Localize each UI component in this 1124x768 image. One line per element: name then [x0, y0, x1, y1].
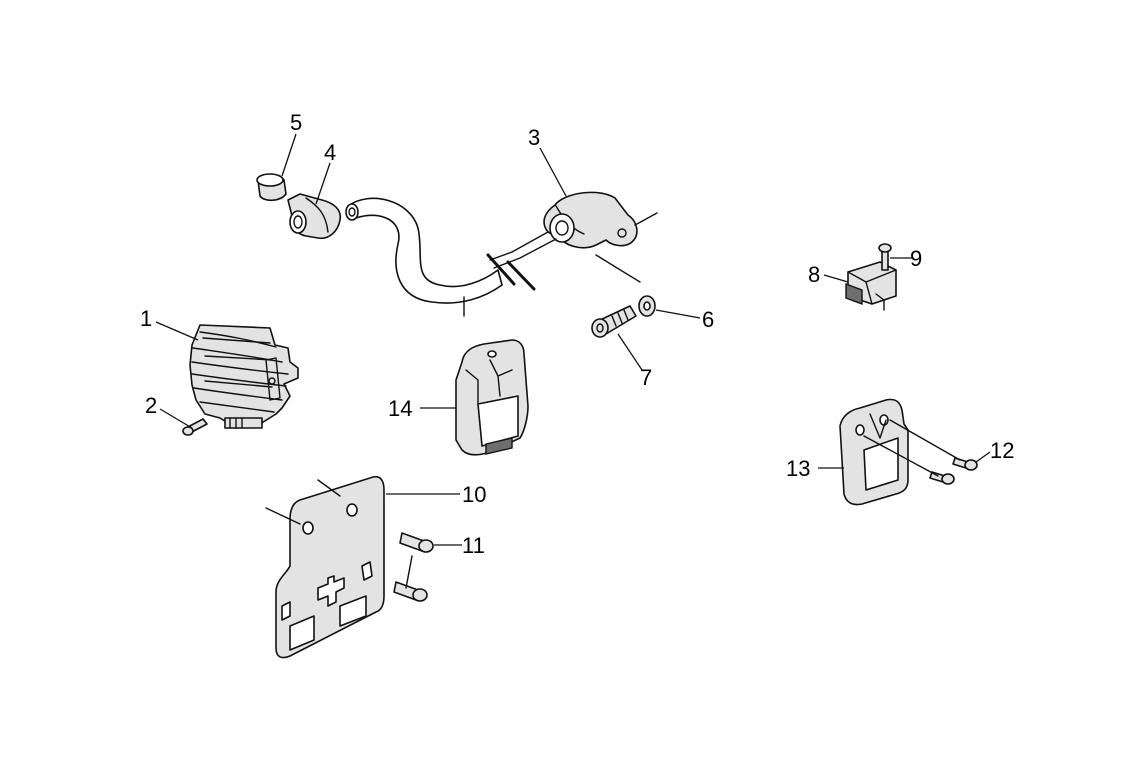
voltage-regulator-part — [189, 324, 299, 429]
callout-9: 9 — [910, 246, 922, 271]
callout-labels: 1 2 3 4 5 6 7 8 9 10 11 12 13 14 — [140, 110, 1014, 558]
callout-4: 4 — [324, 140, 336, 165]
callout-7: 7 — [640, 365, 652, 390]
washer-part — [638, 295, 656, 317]
coil-screw-part — [591, 305, 637, 338]
callout-5: 5 — [290, 110, 302, 135]
ht-cable-part — [345, 197, 503, 317]
callout-10: 10 — [462, 482, 486, 507]
callout-1: 1 — [140, 306, 152, 331]
relay-screw-part — [878, 243, 892, 271]
mounting-bracket-part — [265, 475, 385, 659]
leader-lines — [155, 133, 991, 546]
cap-boot-ring-part — [256, 173, 287, 202]
callout-6: 6 — [702, 307, 714, 332]
callout-11: 11 — [462, 533, 485, 558]
regulator-screw-part — [182, 418, 208, 436]
cdi-screws-part — [929, 457, 978, 485]
ignition-coil-part — [486, 191, 658, 291]
control-module-part — [455, 339, 529, 456]
callout-12: 12 — [990, 438, 1014, 463]
callout-14: 14 — [388, 396, 412, 421]
callout-2: 2 — [145, 393, 157, 418]
callout-8: 8 — [808, 262, 820, 287]
relay-part — [845, 261, 897, 311]
spark-plug-cap-part — [287, 193, 342, 240]
cdi-unit-part — [839, 398, 961, 506]
callout-13: 13 — [786, 456, 810, 481]
bracket-screws-part — [393, 532, 434, 602]
callout-3: 3 — [528, 125, 540, 150]
